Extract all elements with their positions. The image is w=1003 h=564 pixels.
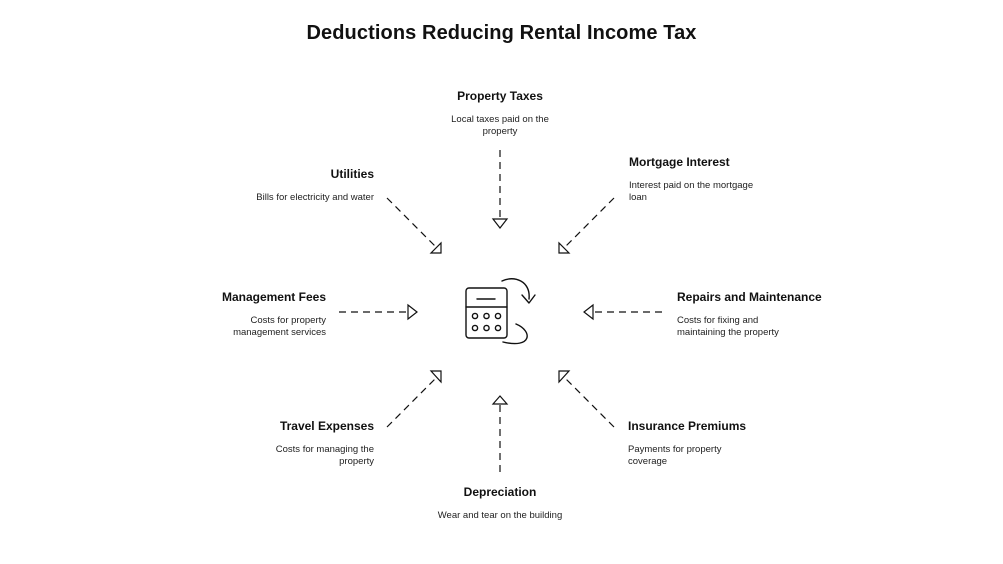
calculator-refresh-icon (465, 278, 536, 345)
node-description: Costs for property management services (233, 315, 326, 338)
node-description: Bills for electricity and water (256, 192, 374, 203)
arrowhead-property-taxes (491, 218, 509, 229)
node-label: Repairs and Maintenance (677, 290, 822, 304)
node-label: Travel Expenses (279, 419, 374, 433)
node-label: Insurance Premiums (628, 419, 747, 433)
node-label: Utilities (330, 167, 374, 181)
arrow-line-utilities (386, 197, 436, 247)
arrow-line-mortgage-interest (565, 197, 615, 247)
node-description: Interest paid on the mortgage loan (629, 180, 754, 203)
arrowhead-depreciation (491, 395, 509, 405)
node-description: Wear and tear on the building (437, 510, 563, 521)
node-depreciation: Depreciation Wear and tear on the buildi… (420, 485, 580, 522)
node-description: Costs for managing the property (275, 444, 374, 467)
node-description: Local taxes paid on the property (451, 114, 549, 137)
node-label: Depreciation (463, 485, 537, 499)
node-property-taxes: Property Taxes Local taxes paid on the p… (430, 89, 570, 138)
node-travel-expenses: Travel Expenses Costs for managing the p… (224, 419, 374, 468)
arrowhead-mortgage-interest (558, 241, 571, 254)
arrowhead-utilities (429, 241, 442, 254)
arrow-line-travel-expenses (386, 378, 436, 428)
node-insurance-premiums: Insurance Premiums Payments for property… (628, 419, 778, 468)
node-repairs-maintenance: Repairs and Maintenance Costs for fixing… (677, 290, 837, 339)
node-utilities: Utilities Bills for electricity and wate… (224, 167, 374, 204)
node-label: Property Taxes (457, 89, 543, 103)
node-management-fees: Management Fees Costs for property manag… (176, 290, 326, 339)
arrow-line-insurance-premiums (565, 378, 615, 428)
arrowhead-repairs-maintenance (583, 303, 594, 321)
node-description: Payments for property coverage (628, 444, 722, 467)
arrowhead-insurance-premiums (558, 370, 571, 384)
node-label: Mortgage Interest (629, 155, 730, 169)
node-description: Costs for fixing and maintaining the pro… (677, 315, 779, 338)
node-mortgage-interest: Mortgage Interest Interest paid on the m… (629, 155, 779, 204)
diagram-title: Deductions Reducing Rental Income Tax (306, 22, 697, 44)
node-label: Management Fees (221, 290, 326, 304)
arrowhead-travel-expenses (429, 370, 442, 384)
arrowhead-management-fees (407, 303, 418, 321)
